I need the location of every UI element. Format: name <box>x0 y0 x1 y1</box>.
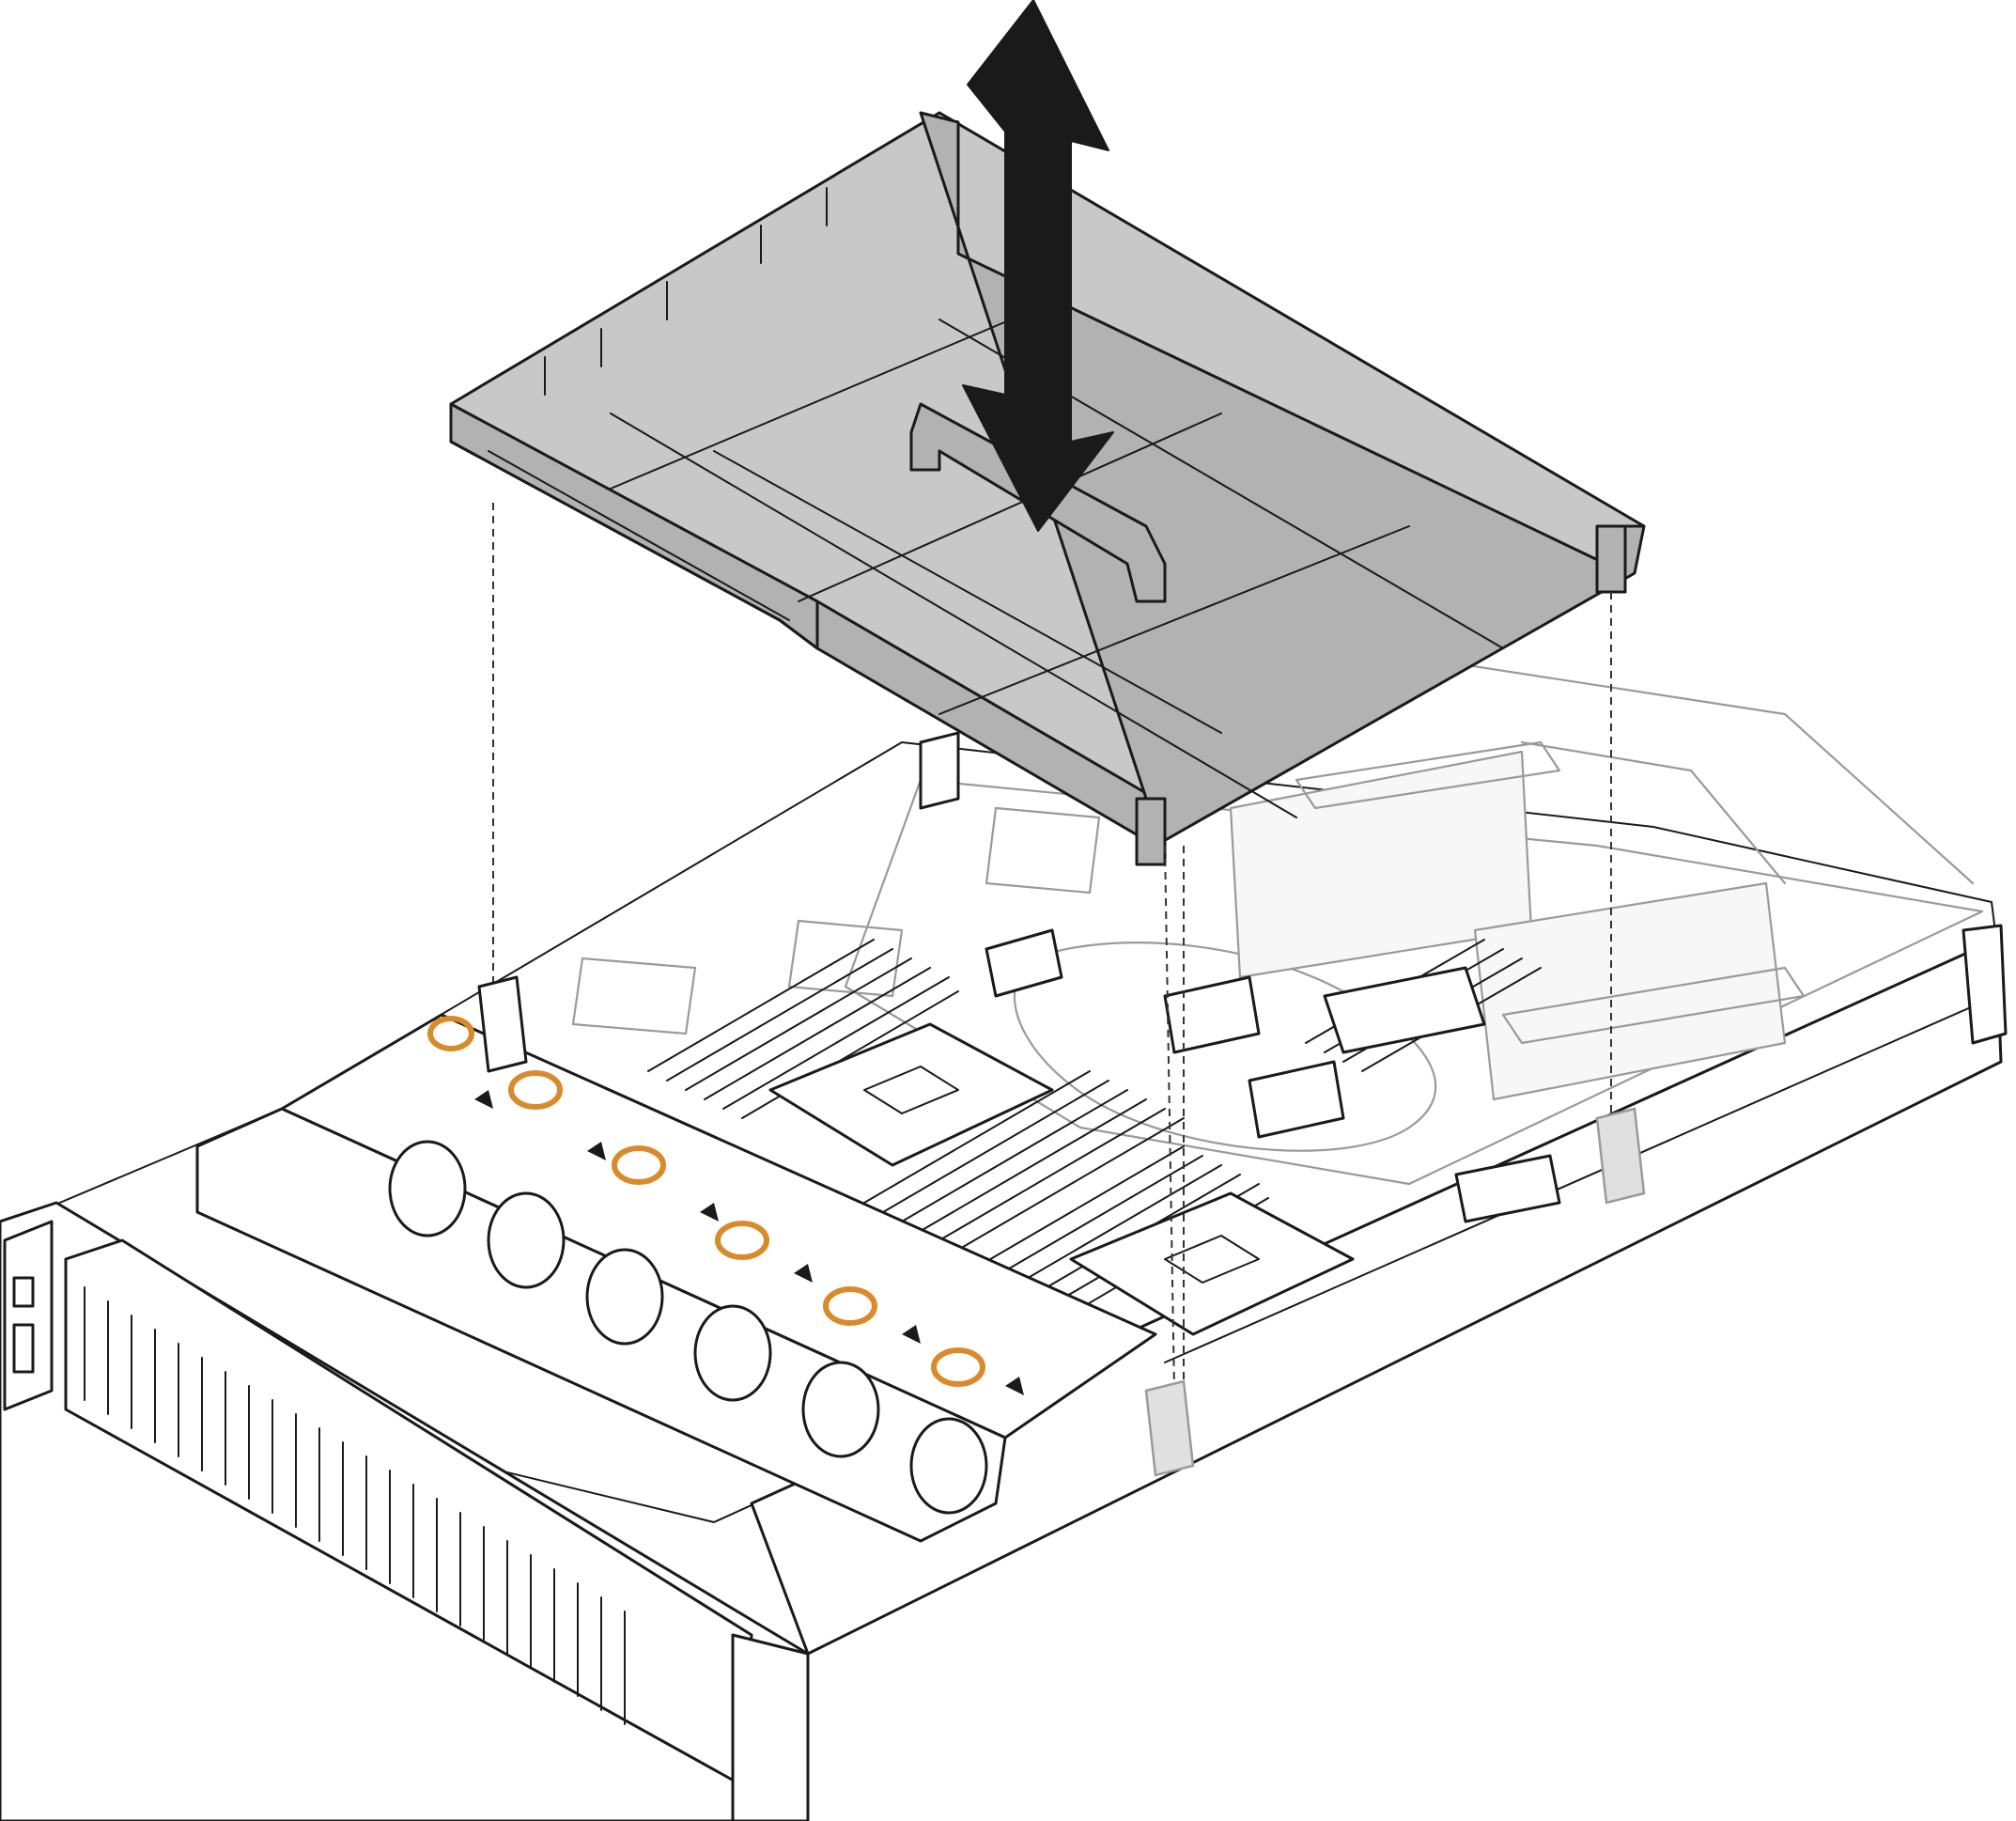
riser-cage-2 <box>1473 881 1787 1101</box>
chassis-right-wall <box>750 938 2003 1656</box>
board-heatsink-plate <box>1014 942 1437 1152</box>
air-baffle-guide-pin-right <box>1595 524 1627 594</box>
processor-socket-2 <box>1069 1191 1355 1336</box>
fan-latch-1 <box>427 1016 474 1051</box>
operator-panel <box>3 1220 54 1411</box>
fan-module-6 <box>909 1347 988 1515</box>
memory-slots <box>647 939 1542 1326</box>
chassis-bracket-back-right <box>1595 1107 1646 1205</box>
fan-latch-4 <box>715 1221 769 1260</box>
alignment-lines <box>492 503 1612 1392</box>
riser-cages <box>1229 656 1975 1101</box>
board-chip-1 <box>985 806 1101 895</box>
board-chip-3 <box>571 957 697 1035</box>
airflow-arrow-icons <box>474 1090 1024 1395</box>
drive-bay-slots <box>84 1286 626 1725</box>
fan-cage <box>195 1013 1157 1543</box>
vrm-heatsinks <box>985 928 1561 1223</box>
double-arrow-up-down-icon <box>962 0 1114 532</box>
board-chip-2 <box>787 919 904 998</box>
fan-module-2 <box>487 1070 566 1289</box>
riser-card-2 <box>1501 966 1806 1045</box>
processor-socket-1 <box>768 1022 1054 1167</box>
fan-module-3 <box>585 1145 666 1346</box>
fan-module-4 <box>693 1221 772 1402</box>
front-usb-port <box>12 1276 35 1308</box>
fan-latch-2 <box>508 1070 563 1110</box>
fan-latch-6 <box>931 1347 985 1387</box>
memory-bank-1 <box>647 939 959 1119</box>
chassis-bracket-rear <box>919 731 960 810</box>
board-outline <box>844 778 1984 1186</box>
front-right-ear <box>731 1633 810 1821</box>
air-baffle-guide-pin-left <box>1135 797 1167 866</box>
chassis-rear-edge <box>1962 924 2008 1045</box>
chassis-brackets <box>477 731 1646 1477</box>
front-vga-port <box>12 1323 35 1374</box>
chassis-bracket-front-right <box>1144 1379 1195 1477</box>
fan-latch-3 <box>612 1145 666 1185</box>
air-baffle-front-lip <box>449 402 819 650</box>
riser-bracket <box>1417 656 1975 885</box>
front-drive-bays <box>0 1201 810 1821</box>
alignment-line-2 <box>1164 845 1175 1392</box>
processor-sockets <box>768 928 1561 1336</box>
fan-module-1 <box>388 1016 474 1237</box>
memory-bank-2 <box>863 1070 1185 1251</box>
air-baffle-ribs <box>488 187 1504 818</box>
fan-module-5 <box>801 1286 880 1458</box>
fan-latch-5 <box>823 1286 877 1326</box>
chassis-wall-crease <box>1164 995 1997 1363</box>
chassis-bracket-left <box>477 975 528 1073</box>
system-board <box>571 778 1984 1186</box>
riser-card-1 <box>1295 740 1561 810</box>
